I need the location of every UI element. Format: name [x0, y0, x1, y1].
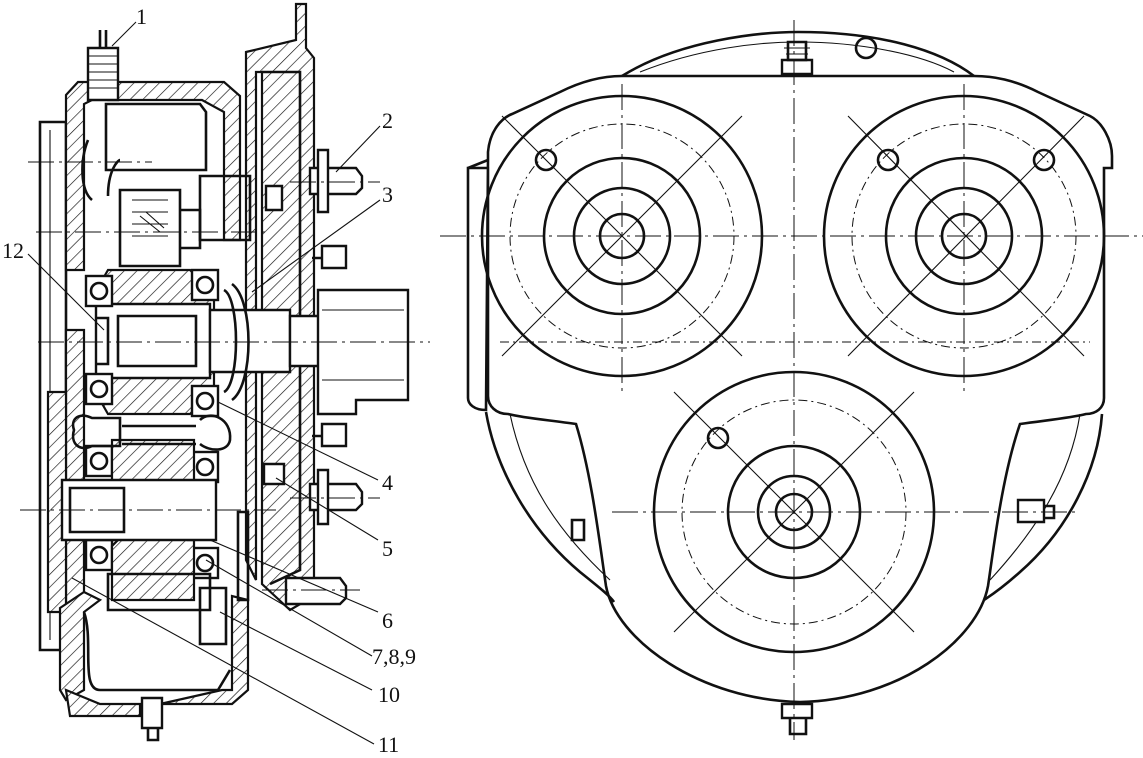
callout-11: 11: [378, 732, 399, 757]
callout-7-8-9: 7,8,9: [372, 644, 416, 669]
callout-12: 12: [2, 238, 24, 263]
callout-6: 6: [382, 608, 393, 633]
callout-3: 3: [382, 182, 393, 207]
leader-lines: [27, 21, 381, 745]
callout-10: 10: [378, 682, 400, 707]
callout-4: 4: [382, 470, 393, 495]
callout-labels: 1 2 3 12 4 5 6 7,8,9 10 11: [2, 4, 416, 757]
callout-2: 2: [382, 108, 393, 133]
front-view: [440, 20, 1143, 740]
bolt-group: [262, 148, 364, 606]
callout-1: 1: [136, 4, 147, 29]
section-view: [20, 2, 430, 742]
callout-5: 5: [382, 536, 393, 561]
